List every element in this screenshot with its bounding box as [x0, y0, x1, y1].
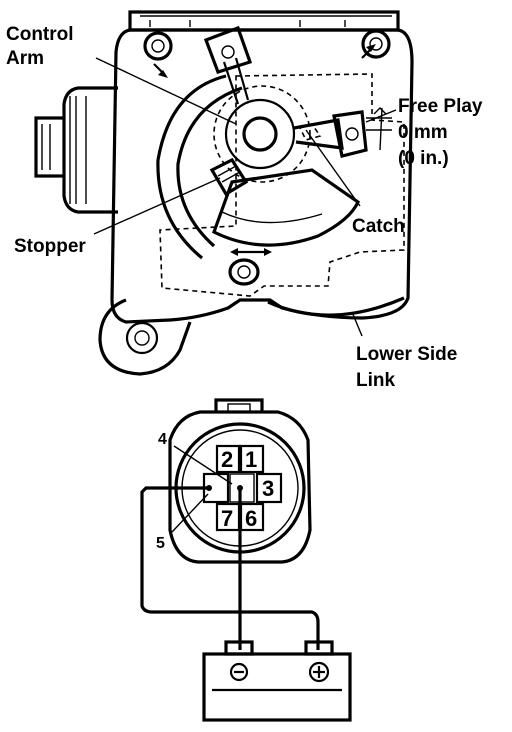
callout-4: 4	[158, 431, 167, 448]
battery-body	[202, 652, 352, 722]
minus-icon	[229, 662, 249, 682]
terminal-2	[215, 444, 241, 474]
stopper-block	[209, 157, 249, 197]
actuator-assembly	[34, 10, 414, 376]
wiring	[140, 486, 320, 650]
terminal-1	[239, 444, 265, 474]
label-stopper: Stopper	[14, 236, 86, 257]
label-free-play-1: Free Play	[398, 96, 483, 117]
terminal-4	[229, 473, 255, 503]
label-lower-side-link-2: Link	[356, 370, 395, 391]
label-free-play-2: 0 mm	[398, 122, 448, 143]
ear-bolt-icon	[125, 321, 159, 355]
terminal-6-label: 6	[245, 506, 257, 531]
bolt-top-right-icon	[361, 29, 391, 59]
callout-5: 5	[156, 535, 165, 552]
leader-lines	[93, 57, 397, 337]
label-control-arm-2: Arm	[6, 48, 44, 69]
terminal-1-label: 1	[245, 447, 257, 472]
terminal-3	[255, 472, 283, 504]
terminal-3-label: 3	[262, 476, 274, 501]
plus-icon	[308, 661, 330, 683]
control-arm-tab	[203, 25, 253, 74]
motor	[34, 86, 118, 214]
battery	[202, 640, 352, 722]
terminal-7-label: 7	[221, 506, 233, 531]
hub-outer	[224, 98, 296, 170]
catch-tab	[332, 110, 368, 158]
hub-shaft-icon	[242, 116, 278, 152]
motion-arrow-icon	[153, 44, 376, 256]
terminal-2-label: 2	[221, 447, 233, 472]
label-control-arm-1: Control	[6, 24, 74, 45]
label-catch: Catch	[352, 216, 405, 237]
bolt-top-left-icon	[143, 31, 173, 61]
label-lower-side-link-1: Lower Side	[356, 344, 457, 365]
label-free-play-3: (0 in.)	[398, 148, 449, 169]
bolt-bottom-icon	[228, 258, 260, 286]
